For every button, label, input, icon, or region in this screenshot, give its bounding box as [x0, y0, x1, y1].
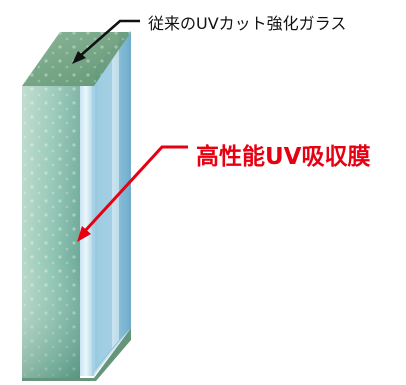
glass-right-face	[94, 32, 131, 376]
conventional-glass-label: 従来のUVカット強化ガラス	[148, 14, 347, 33]
glass-bottom-edge	[22, 328, 131, 381]
uv-film-label: 高性能UV吸収膜	[196, 144, 371, 170]
front-glass-shade	[22, 86, 80, 378]
conventional-glass-pointer	[72, 19, 140, 64]
uv-film-side	[92, 60, 112, 376]
uv-film-pointer	[77, 145, 188, 242]
